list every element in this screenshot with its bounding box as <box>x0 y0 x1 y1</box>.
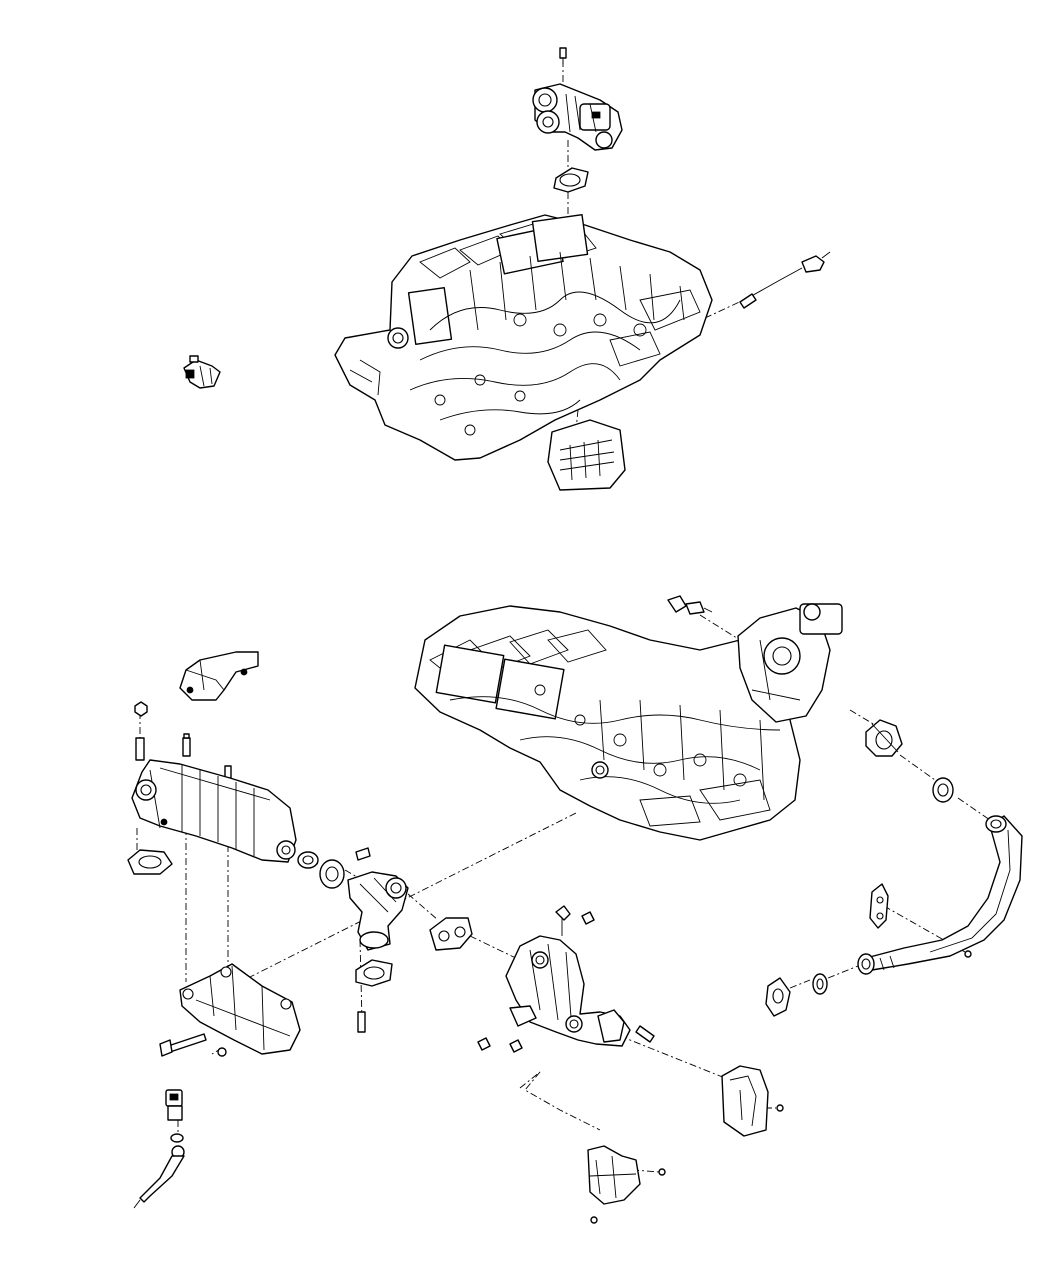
bracket-bolts <box>159 1033 227 1057</box>
engine-block-lower <box>414 605 811 841</box>
oxygen-sensor <box>667 595 713 615</box>
upper-heat-shield <box>179 651 259 701</box>
egr-cooler-bracket <box>179 963 301 1055</box>
valve-heat-shield <box>721 1065 784 1137</box>
intake-manifold-outlet <box>547 419 626 491</box>
egr-tube-elbow <box>347 871 409 951</box>
lower-egr-assembly <box>127 595 1023 1224</box>
tube-support-bracket <box>869 883 972 958</box>
exhaust-temperature-sensor <box>133 1089 185 1209</box>
lower-leader-lines <box>136 614 991 1173</box>
top-bolt <box>559 47 567 64</box>
engine-block-upper <box>334 214 713 461</box>
egr-valve <box>532 83 623 151</box>
egr-cooler <box>131 759 297 863</box>
tube-flange-gasket <box>932 777 954 803</box>
egr-transfer-tube <box>857 815 1023 975</box>
tube-end-seal-clamp <box>765 973 828 1017</box>
egr-valve-lower <box>737 603 843 723</box>
egr-valve-gasket <box>553 167 589 193</box>
tube-flange-clamp <box>865 719 903 757</box>
egr-valve-housing <box>505 905 631 1047</box>
housing-bolts <box>477 1025 655 1053</box>
cooler-inlet-gasket <box>127 849 173 875</box>
temperature-sensor-probe <box>739 251 831 309</box>
cooler-outlet-seals <box>297 847 371 889</box>
pressure-sensor <box>183 355 221 389</box>
lower-heat-shield <box>587 1145 666 1224</box>
upper-engine-assembly <box>183 47 831 491</box>
elbow-gaskets <box>355 917 473 1033</box>
